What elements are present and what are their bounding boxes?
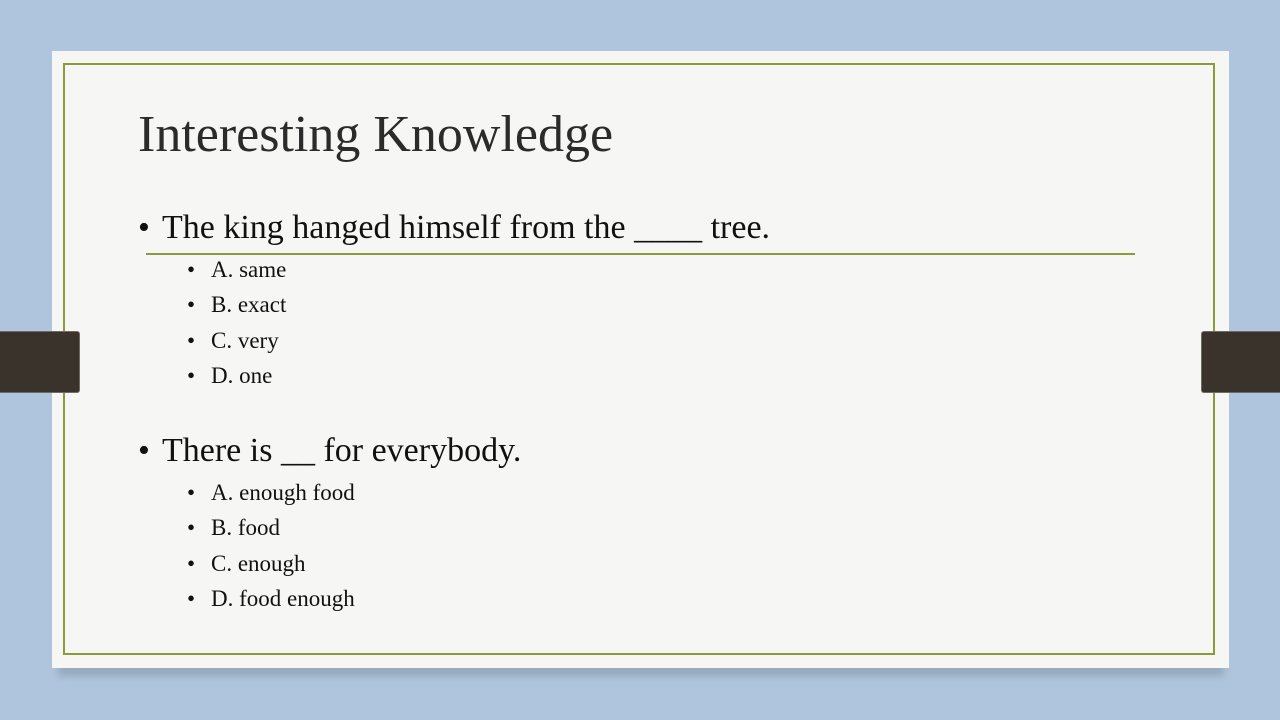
bullet-icon: • (187, 257, 196, 282)
left-binder-tab (0, 331, 80, 393)
bullet-icon: • (138, 209, 150, 246)
question-2-option-b: • B. food (187, 514, 280, 542)
question-1-option-a: • A. same (187, 256, 286, 284)
question-1-option-d: • D. one (187, 362, 272, 390)
option-label: C. very (211, 328, 279, 353)
right-binder-tab (1201, 331, 1280, 393)
question-2: • There is __ for everybody. (138, 431, 521, 472)
bullet-icon: • (187, 586, 196, 611)
option-label: B. exact (211, 292, 287, 317)
option-label: A. enough food (211, 480, 355, 505)
option-label: A. same (211, 257, 287, 282)
slide-title: Interesting Knowledge (138, 106, 614, 163)
option-label: D. one (211, 363, 273, 388)
question-2-option-a: • A. enough food (187, 479, 355, 507)
bullet-icon: • (138, 432, 150, 469)
bullet-icon: • (187, 480, 196, 505)
question-1-text: The king hanged himself from the ____ tr… (162, 209, 771, 246)
question-2-text: There is __ for everybody. (162, 432, 522, 469)
slide-canvas (52, 51, 1229, 668)
question-2-option-d: • D. food enough (187, 585, 355, 613)
bullet-icon: • (187, 292, 196, 317)
question-1-option-c: • C. very (187, 327, 279, 355)
option-label: C. enough (211, 551, 306, 576)
question-2-option-c: • C. enough (187, 550, 306, 578)
question-1: • The king hanged himself from the ____ t… (138, 208, 770, 249)
bullet-icon: • (187, 363, 196, 388)
title-divider-line (146, 253, 1135, 255)
option-label: B. food (211, 515, 280, 540)
option-label: D. food enough (211, 586, 355, 611)
bullet-icon: • (187, 328, 196, 353)
question-1-option-b: • B. exact (187, 291, 286, 319)
bullet-icon: • (187, 551, 196, 576)
bullet-icon: • (187, 515, 196, 540)
